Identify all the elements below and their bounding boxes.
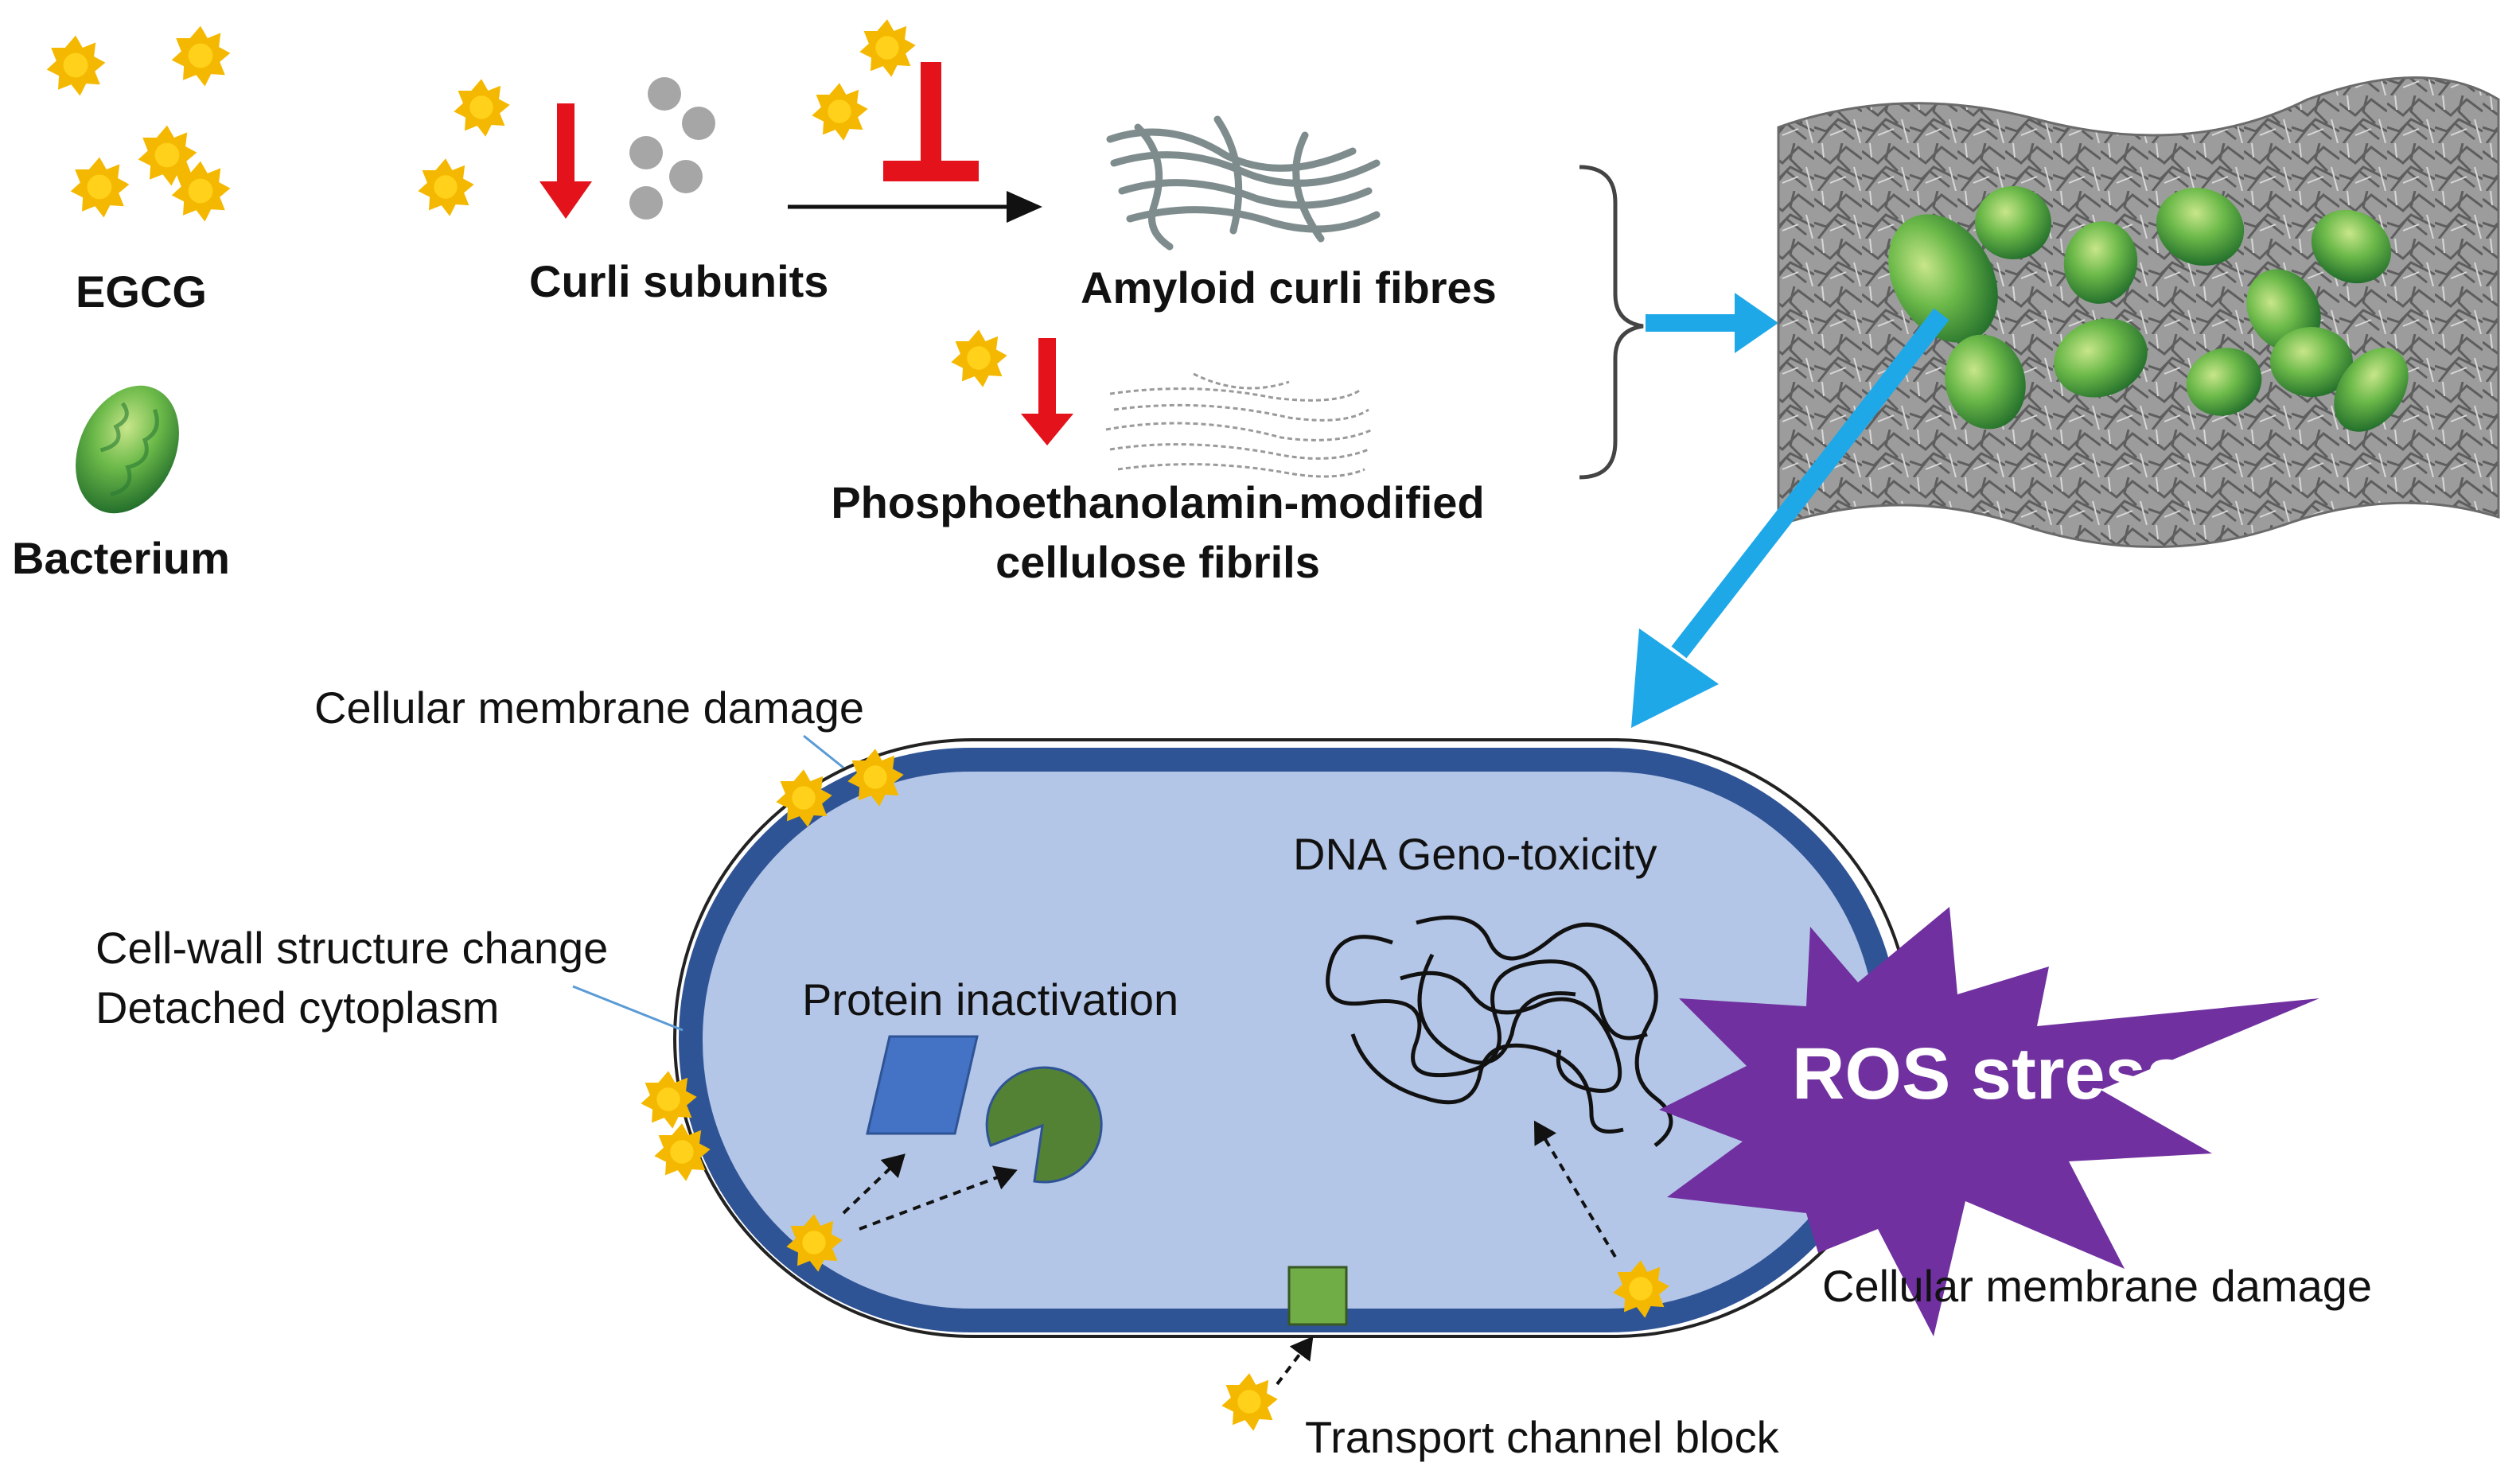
transport-block-label: Transport channel block bbox=[1305, 1412, 1779, 1462]
ros-stress-label: ROS stress bbox=[1791, 1033, 2187, 1114]
bacterium-label: Bacterium bbox=[12, 533, 230, 583]
egcg-legend-icon bbox=[46, 25, 231, 222]
detached-cytoplasm-label: Detached cytoplasm bbox=[95, 982, 500, 1033]
amyloid-fibres-icon bbox=[1106, 115, 1381, 251]
inhibition-bar-icon bbox=[883, 62, 979, 181]
down-arrow-red-icon-2 bbox=[1021, 338, 1073, 445]
flow-arrow-diagonal bbox=[1631, 308, 1949, 728]
curli-subunits-icon bbox=[629, 77, 715, 220]
flow-arrow-right bbox=[1646, 293, 1778, 353]
egcg-near-subunits bbox=[418, 79, 510, 216]
bracket-brace bbox=[1579, 165, 1644, 480]
pea-cellulose-label-line2: cellulose fibrils bbox=[995, 537, 1320, 587]
cell-membrane bbox=[679, 748, 1900, 1332]
dna-icon bbox=[1326, 915, 1673, 1147]
membrane-damage-right-label: Cellular membrane damage bbox=[1822, 1261, 2373, 1311]
protein-blue-icon bbox=[866, 1035, 979, 1135]
transport-channel-icon bbox=[1287, 1266, 1348, 1326]
down-arrow-red-icon bbox=[539, 103, 592, 219]
egcg-near-cellulose bbox=[951, 329, 1007, 387]
protein-inactivation-label: Protein inactivation bbox=[802, 974, 1179, 1025]
bacterium-legend-icon bbox=[76, 385, 179, 514]
curli-subunits-label: Curli subunits bbox=[529, 256, 829, 306]
cell-wall-change-label: Cell-wall structure change bbox=[95, 923, 609, 973]
dashed-arrows bbox=[842, 1120, 1617, 1386]
biofilm-image bbox=[1777, 76, 2500, 548]
pea-cellulose-label-line1: Phosphoethanolamin-modified bbox=[831, 477, 1485, 527]
egcg-near-inhibitor bbox=[812, 19, 916, 141]
protein-green-icon bbox=[985, 1066, 1103, 1184]
amyloid-fibres-label: Amyloid curli fibres bbox=[1081, 263, 1497, 313]
leader-lines bbox=[572, 734, 844, 1032]
membrane-damage-top-label: Cellular membrane damage bbox=[314, 683, 865, 733]
ros-burst-icon bbox=[1659, 907, 2319, 1336]
cellulose-fibrils-icon bbox=[1105, 372, 1373, 478]
dna-genotoxicity-label: DNA Geno-toxicity bbox=[1293, 829, 1657, 879]
egcg-label: EGCG bbox=[76, 266, 207, 317]
